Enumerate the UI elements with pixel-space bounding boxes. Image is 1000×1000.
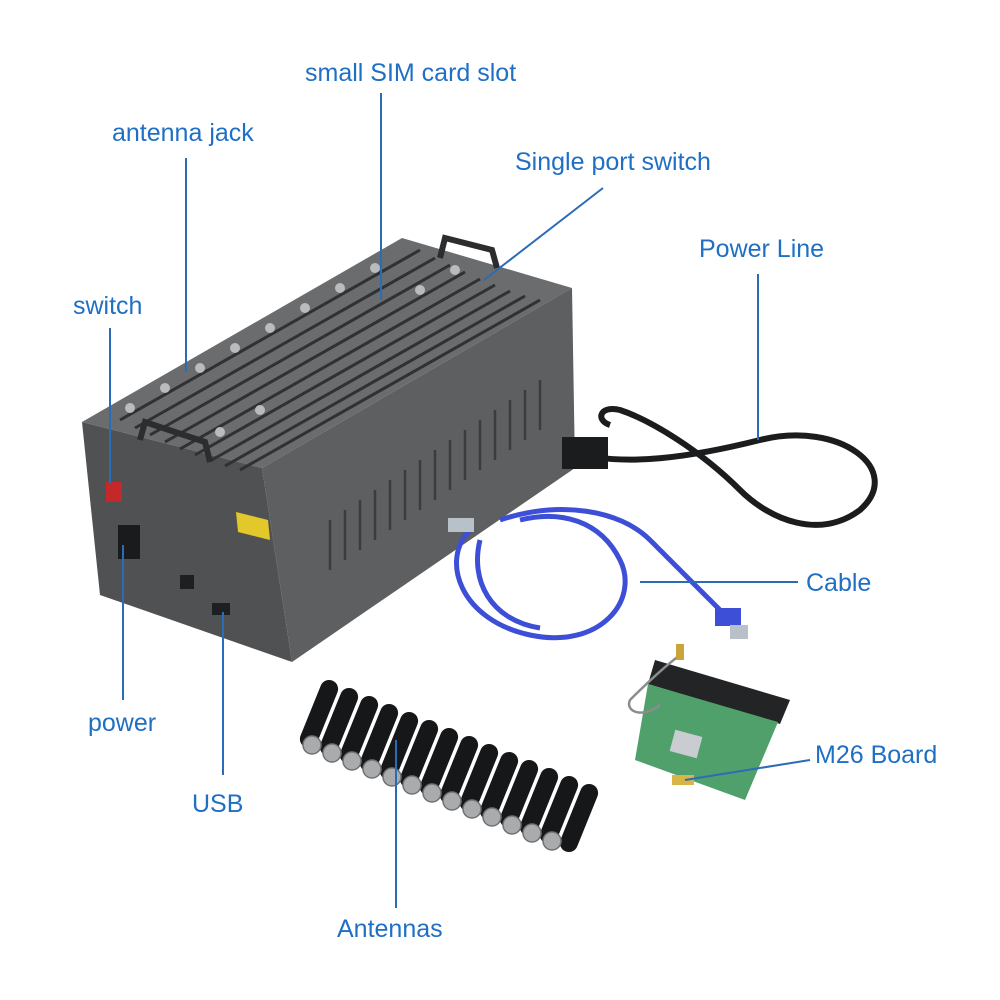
label-usb: USB	[192, 790, 244, 818]
sticker	[236, 512, 270, 540]
usb-a-port	[212, 603, 230, 615]
leader-single-port-switch	[483, 187, 604, 281]
leader-lines	[109, 93, 811, 908]
label-antenna-jack: antenna jack	[112, 119, 254, 147]
usb-cable	[448, 507, 748, 641]
label-power: power	[88, 709, 157, 737]
label-antennas: Antennas	[337, 915, 443, 943]
power-socket	[118, 525, 140, 559]
front-handle	[137, 418, 213, 463]
rear-handle	[437, 234, 500, 269]
leader-m26-board	[684, 759, 811, 781]
power-line	[562, 406, 878, 528]
label-power-line: Power Line	[699, 235, 825, 263]
label-m26-board: M26 Board	[815, 741, 938, 769]
side-vents	[328, 380, 542, 570]
antennas	[299, 679, 599, 853]
label-switch: switch	[73, 292, 143, 320]
sim-card-slots	[119, 248, 541, 472]
modem-pool-device	[82, 234, 575, 662]
usb-b-port	[180, 575, 194, 589]
antenna-jacks	[125, 263, 460, 437]
label-single-port-switch: Single port switch	[515, 148, 711, 176]
label-cable: Cable	[806, 569, 872, 597]
label-small-sim-card-slot: small SIM card slot	[305, 59, 517, 87]
power-switch	[106, 482, 122, 502]
